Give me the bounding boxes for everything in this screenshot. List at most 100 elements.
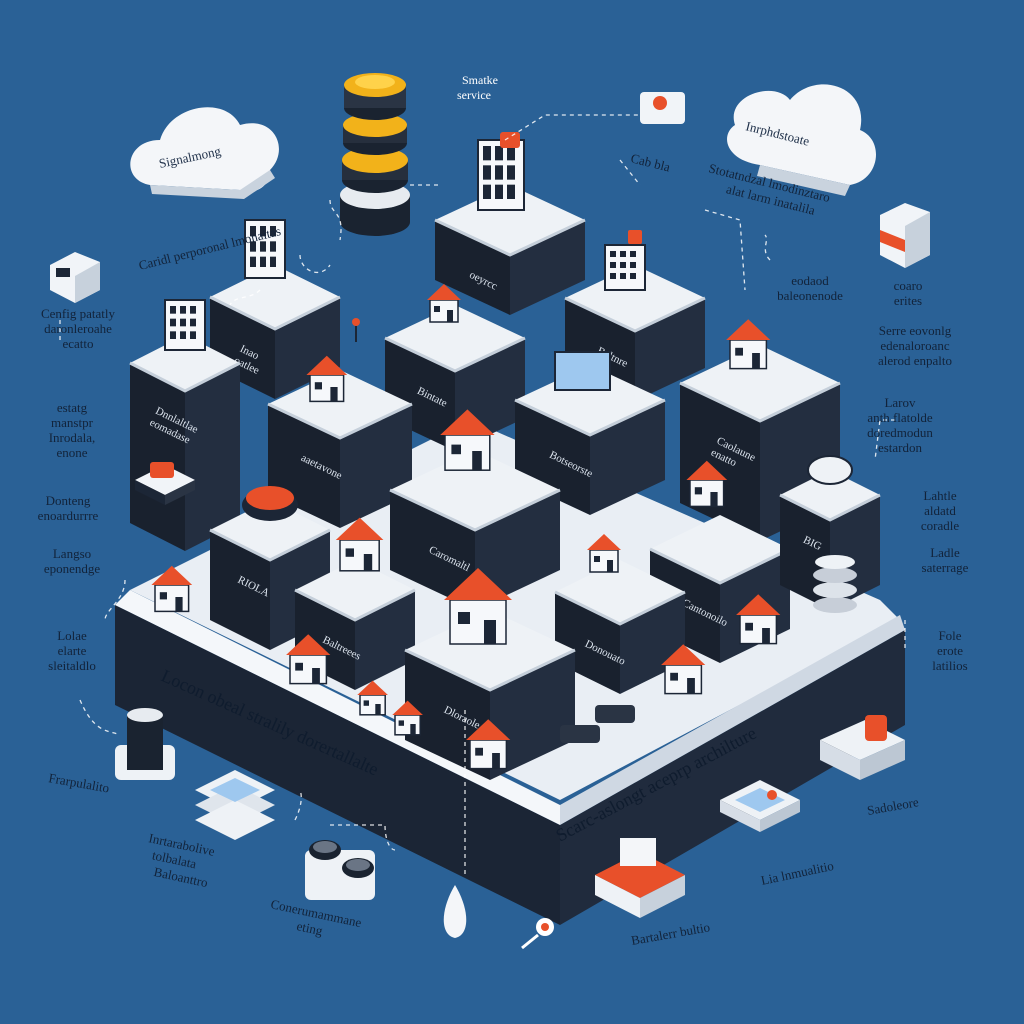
right-label-5-line: coradle bbox=[921, 518, 959, 533]
right-label-6-line: saterrage bbox=[922, 560, 969, 575]
coin-stack-icon bbox=[305, 840, 375, 900]
left-label-1-line: daronleroahe bbox=[44, 321, 112, 336]
dashed-connectors bbox=[59, 114, 906, 875]
left-label-1-line: Cenfig patatly bbox=[41, 306, 116, 321]
disk-stack-icon bbox=[813, 555, 857, 613]
left-label-5-line: sleitaldlo bbox=[48, 658, 96, 673]
right-label-4-line: coaro bbox=[894, 278, 923, 293]
left-label-2-line: manstpr bbox=[51, 415, 94, 430]
label-stack: Inrtarabolive tolbalata Baloanttro bbox=[141, 830, 220, 891]
block-center: Caromaltl bbox=[389, 409, 561, 610]
cube-stack-icon bbox=[880, 203, 930, 268]
left-label-4-line: eponendge bbox=[44, 561, 101, 576]
right-label-7-line: erote bbox=[937, 643, 963, 658]
label-small-service: Smatke service bbox=[457, 73, 501, 102]
right-label-2-line: alerod enpalto bbox=[878, 353, 952, 368]
label-coins-line2: eting bbox=[295, 918, 324, 938]
block-right-mid: Cantonoilo bbox=[649, 460, 791, 663]
right-label-3-line: estardon bbox=[878, 440, 923, 455]
block-left-tall: Dnnlaltlaeeomadase bbox=[129, 299, 241, 551]
label-flag: Bartalerr bultio bbox=[630, 919, 711, 948]
right-label-3-line: anth flatolde bbox=[867, 410, 933, 425]
base-house-icon bbox=[286, 634, 331, 685]
router-icon bbox=[640, 92, 685, 124]
house-icon bbox=[335, 517, 384, 572]
cloud-right bbox=[727, 84, 877, 196]
left-label-3-line: Donteng bbox=[46, 493, 91, 508]
base-house-icon bbox=[661, 644, 706, 695]
device-icon bbox=[595, 705, 635, 723]
left-label-4-line: Langso bbox=[53, 546, 91, 561]
label-dish: Lia lnmualitio bbox=[760, 858, 836, 888]
right-label-6-line: Ladle bbox=[930, 545, 960, 560]
house-icon bbox=[306, 355, 348, 403]
block-top-center: oeyrcc bbox=[434, 132, 586, 315]
pin-icon bbox=[521, 918, 554, 950]
house-icon bbox=[726, 319, 771, 370]
building-icon bbox=[244, 219, 286, 279]
right-label-5-line: aldatd bbox=[924, 503, 956, 518]
device-icon bbox=[560, 725, 600, 743]
house-icon bbox=[587, 534, 621, 573]
block-front-center: Dloraole bbox=[404, 568, 576, 780]
chip-icon bbox=[135, 462, 195, 505]
right-label-3-line: doredmodun bbox=[867, 425, 933, 440]
left-label-2-line: Inrodala, bbox=[49, 430, 96, 445]
right-label-1-line: eodaod bbox=[791, 273, 829, 288]
server-box-icon bbox=[50, 252, 100, 303]
left-label-5-line: elarte bbox=[58, 643, 87, 658]
label-coins: Conerumammane eting bbox=[266, 896, 366, 946]
house-icon bbox=[444, 568, 512, 645]
database-stack-icon bbox=[340, 73, 410, 236]
right-label-4-line: erites bbox=[894, 293, 922, 308]
right-label-7-line: latilios bbox=[932, 658, 967, 673]
right-label-1-line: baleonenode bbox=[777, 288, 843, 303]
building-icon bbox=[604, 244, 646, 291]
tray-icon bbox=[720, 780, 800, 832]
label-right-stack: Sadoleore bbox=[866, 794, 920, 818]
left-label-1-line: ecatto bbox=[62, 336, 93, 351]
base-house-icon bbox=[736, 594, 781, 645]
drop-icon bbox=[443, 885, 467, 938]
block-front-left: Baltreees bbox=[294, 517, 416, 690]
left-label-3-line: enoardurrre bbox=[38, 508, 99, 523]
left-label-2-line: enone bbox=[56, 445, 87, 460]
house-icon bbox=[686, 460, 728, 508]
cloud-left bbox=[130, 107, 279, 199]
left-label-2-line: estatg bbox=[57, 400, 88, 415]
lamp-pin-icon bbox=[352, 318, 360, 342]
database-icon bbox=[115, 708, 175, 780]
label-left-db: Frarpulalito bbox=[47, 770, 110, 795]
base-house-icon bbox=[357, 680, 388, 716]
base-house-icon bbox=[466, 719, 511, 770]
printer-icon bbox=[820, 715, 905, 780]
screen-stack-icon bbox=[195, 770, 275, 840]
label-small-service-line2: service bbox=[457, 88, 491, 102]
block-top-right: Baltnre bbox=[564, 230, 706, 401]
right-label-7-line: Fole bbox=[938, 628, 961, 643]
base-house-icon bbox=[151, 565, 193, 613]
label-cab-bin: Cab bla bbox=[629, 150, 672, 174]
label-small-service-line1: Smatke bbox=[462, 73, 498, 87]
building-icon bbox=[477, 139, 525, 211]
right-label-3-line: Larov bbox=[884, 395, 916, 410]
building-icon bbox=[164, 299, 206, 351]
house-icon bbox=[440, 409, 495, 471]
right-label-2-line: edenaloroanc bbox=[880, 338, 950, 353]
base-house-icon bbox=[392, 700, 423, 736]
